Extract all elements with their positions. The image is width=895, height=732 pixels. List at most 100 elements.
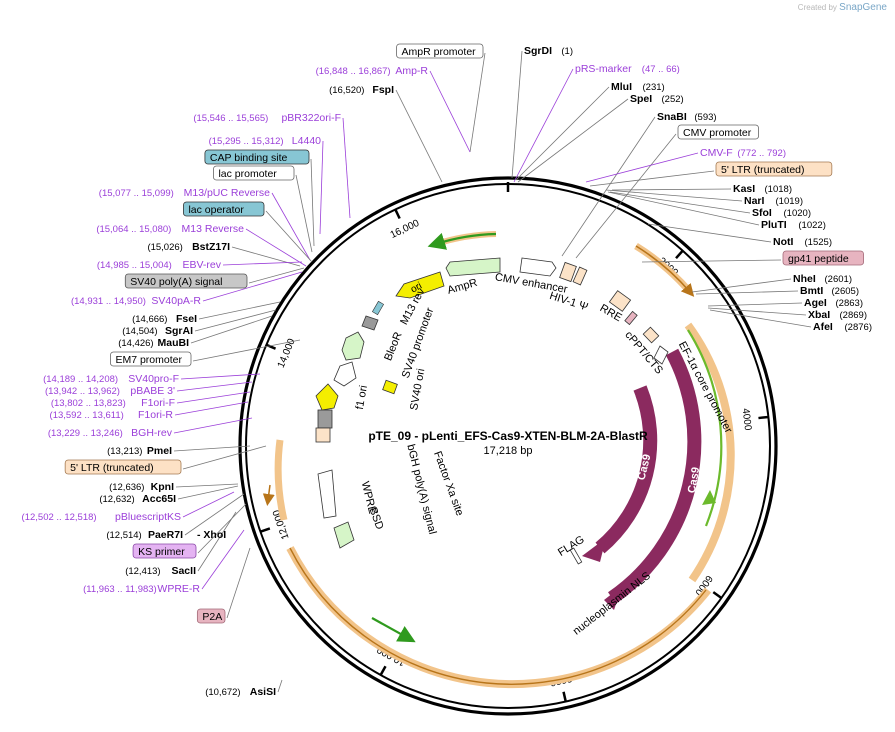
label-right-nhei-position: (2601) <box>825 274 852 285</box>
label-left-sv40pro-f-range: (14,189 .. 14,208) <box>43 374 118 385</box>
label-right-cmv-promoter: CMV promoter <box>683 127 752 139</box>
m13rev-feature <box>361 315 379 331</box>
ampr-feature <box>445 257 501 277</box>
connector-line <box>511 50 523 179</box>
snapgene-credit: Created by SnapGene <box>798 2 887 13</box>
connector-line <box>277 679 283 693</box>
label-left-amp-r: Amp-R <box>395 65 428 77</box>
lac-operator-feature <box>371 300 385 316</box>
label-right-snabi: SnaBI <box>657 111 687 123</box>
feature-label-flag: FLAG <box>556 534 587 559</box>
plasmid-title: pTE_09 - pLenti_EFS-Cas9-XTEN-BLM-2A-Bla… <box>368 429 648 443</box>
connector-line <box>517 98 629 183</box>
tick-mark <box>712 591 723 599</box>
label-left-pbabe-3-range: (13,942 .. 13,962) <box>45 386 120 397</box>
label-left-fspi-position: (16,520) <box>329 85 364 96</box>
snapgene-logo: SnapGene <box>839 2 887 13</box>
label-left-fsei: FseI <box>176 313 197 325</box>
label-left-5-ltr-truncated-box <box>64 459 182 475</box>
label-left-bstz17i-position: (15,026) <box>147 242 182 253</box>
label-right-noti-position: (1525) <box>805 237 832 248</box>
label-right-cmv-promoter-box <box>677 124 759 140</box>
label-right-prs-marker-range: (47 .. 66) <box>642 64 680 75</box>
label-left-sacii-position: (12,413) <box>125 566 160 577</box>
feature-label-f1ori: f1 ori <box>354 384 370 410</box>
label-left-ampr-promoter-box <box>396 43 484 59</box>
label-right-5-ltr-truncated: 5' LTR (truncated) <box>721 164 805 176</box>
label-left-cap-binding-site: CAP binding site <box>210 152 288 164</box>
label-left-ampr-promoter: AmpR promoter <box>402 46 477 58</box>
orf-arc-large-right <box>684 322 735 583</box>
connector-line <box>176 381 253 392</box>
connector-line <box>310 158 315 247</box>
label-right-afei-position: (2876) <box>845 322 872 333</box>
connector-line <box>605 189 743 202</box>
label-right-pluti: PluTI <box>761 219 787 231</box>
label-left-bstz17i: BstZ17I <box>192 241 230 253</box>
connector-line <box>709 309 812 328</box>
connector-line <box>589 170 715 187</box>
connector-line <box>180 373 261 380</box>
orf-green-arrow-bottom <box>371 617 416 643</box>
label-right-xbai: XbaI <box>808 309 830 321</box>
label-left-ks-primer: KS primer <box>138 546 185 558</box>
connector-line <box>707 307 807 316</box>
label-left-sv40-poly-a-signal-box <box>124 273 248 289</box>
label-left-fsei-position: (14,666) <box>132 314 167 325</box>
ef1a-small-feature <box>642 326 660 344</box>
label-right-sfoi-position: (1020) <box>784 208 811 219</box>
label-left-em7-promoter: EM7 promoter <box>115 354 182 366</box>
feature-label-cas9-outer: Cas9 <box>686 466 702 494</box>
label-left-paer7i-position: (12,514) <box>106 530 141 541</box>
label-left-m13-reverse-range: (15,064 .. 15,080) <box>96 224 171 235</box>
label-left-pbluescriptks: pBluescriptKS <box>115 511 181 523</box>
tick-mark <box>562 691 567 702</box>
label-right-xbai-position: (2869) <box>840 310 867 321</box>
orf-arc-gp41-line <box>635 245 695 297</box>
connector-line <box>707 302 803 307</box>
connector-line <box>609 191 751 214</box>
feature-label-bleor: BleoR <box>382 330 404 362</box>
plasmid-length: 17,218 bp <box>484 445 533 457</box>
label-left-lac-promoter-box <box>213 165 295 181</box>
label-right-sgrdi-position: (1) <box>561 46 573 57</box>
label-left-amp-r-range: (16,848 .. 16,867) <box>316 66 391 77</box>
tick-mark <box>394 208 401 220</box>
feature-label-factorxa: Factor Xa site <box>431 450 465 518</box>
connector-line <box>585 152 699 183</box>
label-left-cap-binding-site-box <box>204 149 310 165</box>
cas9-inner-head <box>582 538 606 562</box>
connector-line <box>271 192 311 261</box>
hiv-psi-feature <box>559 261 577 283</box>
connector-line <box>176 391 251 404</box>
ampr-green-arrow <box>427 232 497 250</box>
label-left-p2a-box <box>196 608 226 624</box>
connector-line <box>611 188 732 191</box>
label-left-pbr322ori-f: pBR322ori-F <box>281 112 341 124</box>
label-right-mlui: MluI <box>611 81 632 93</box>
label-left-l4440: L4440 <box>292 135 321 147</box>
connector-line <box>319 140 324 235</box>
label-left-l4440-range: (15,295 .. 15,312) <box>209 136 284 147</box>
connector-line <box>202 271 303 302</box>
label-left-lac-promoter: lac promoter <box>218 168 277 180</box>
label-left-5-ltr-truncated: 5' LTR (truncated) <box>70 462 154 474</box>
connector-line <box>395 89 443 183</box>
label-left-kpni-position: (12,636) <box>109 482 144 493</box>
label-left-f1ori-r-range: (13,592 .. 13,611) <box>50 410 124 421</box>
sv40-polya-feature <box>317 409 333 429</box>
label-left-sgrai-position: (14,504) <box>122 326 157 337</box>
orf-arrowhead-right <box>702 490 716 505</box>
label-left-em7-promoter-box <box>110 351 192 367</box>
connector-line <box>174 401 249 416</box>
label-right-spei-position: (252) <box>662 94 684 105</box>
label-left-sacii: SacII <box>171 565 196 577</box>
connector-line <box>173 417 253 434</box>
connector-line <box>182 491 235 518</box>
connector-line <box>175 483 239 488</box>
label-right-nari: NarI <box>744 195 765 207</box>
label-left-pbluescriptks-range: (12,502 .. 12,518) <box>22 512 97 523</box>
tick-mark <box>379 665 387 676</box>
label-left-sv40pa-r: SV40pA-R <box>151 295 201 307</box>
